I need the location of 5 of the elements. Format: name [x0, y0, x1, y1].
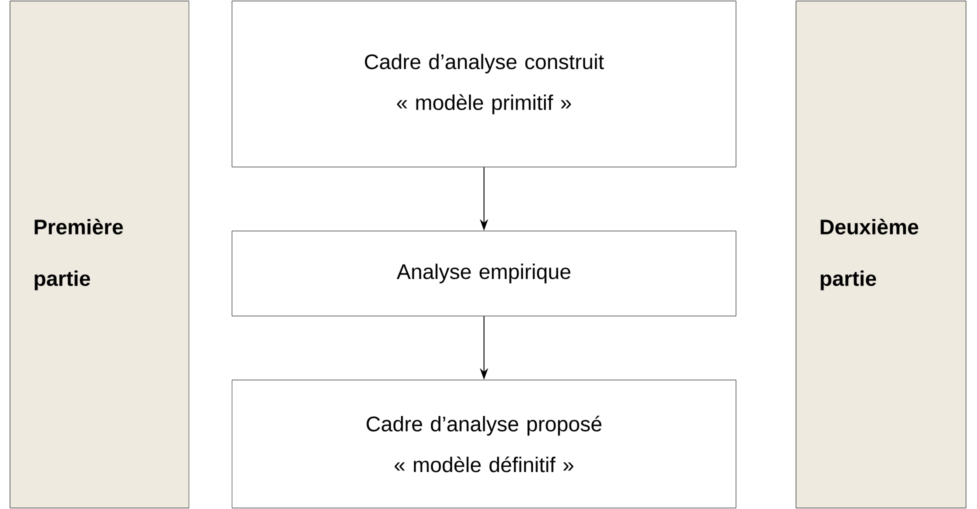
process-box: Cadre d’analyse proposé « modèle définitif »: [232, 380, 736, 508]
section-panel: Première partie: [10, 0, 190, 508]
process-box: Analyse empirique: [232, 230, 736, 316]
section-panel: Deuxième partie: [796, 0, 966, 508]
process-box: Cadre d’analyse construit « modèle primitif »: [232, 0, 736, 168]
